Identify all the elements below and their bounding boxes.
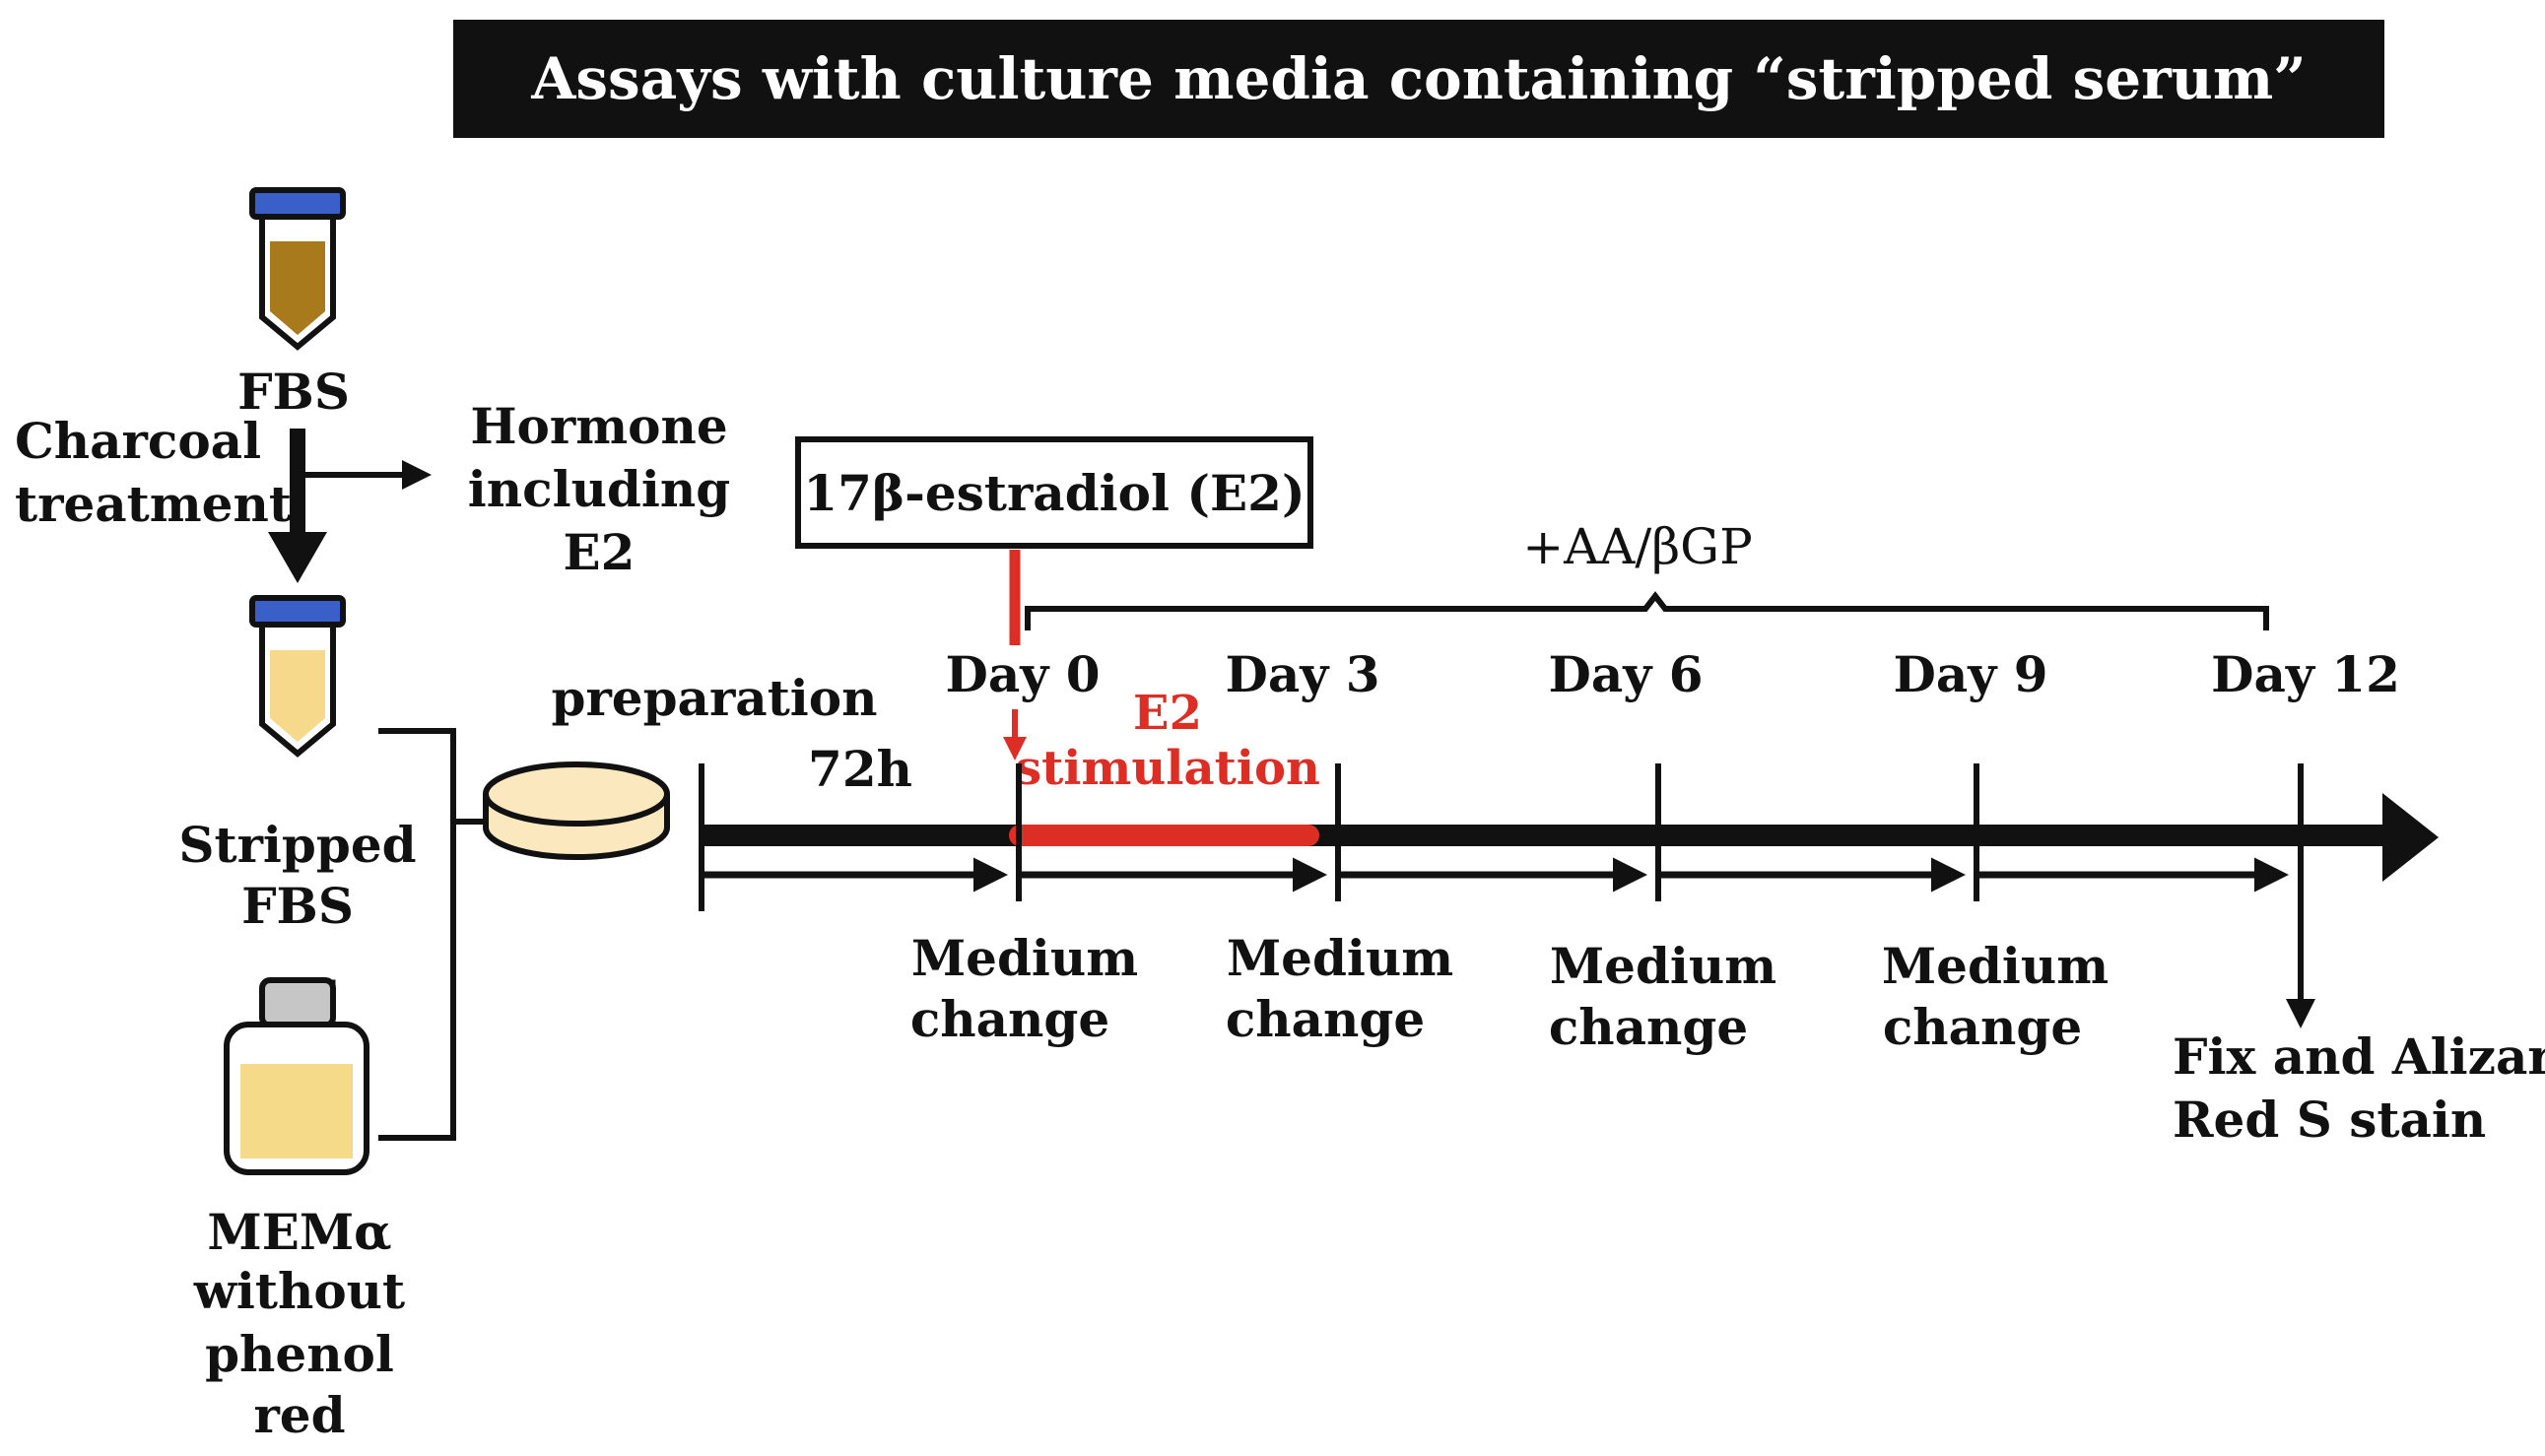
fbs-tube-icon <box>249 187 346 351</box>
title-bar <box>453 20 2384 138</box>
day-0-label: Day 0 <box>945 645 1100 703</box>
main-timeline-arrowhead <box>2382 793 2439 882</box>
medium-bottle-icon <box>224 977 369 1175</box>
day-6-label: Day 6 <box>1548 645 1703 703</box>
title-text: Assays with culture media containing “st… <box>530 45 2306 112</box>
estradiol-red-arrowhead <box>1003 737 1027 761</box>
day-ticks <box>1016 763 2304 1010</box>
fix-alizarin-label: Fix and AlizarinRed S stain <box>2173 1027 2545 1149</box>
fbs-label: FBS <box>237 363 350 421</box>
day-3-label: Day 3 <box>1225 645 1379 703</box>
estradiol-box <box>795 436 1313 549</box>
culture-dish-icon <box>483 761 670 860</box>
hours-72-label: 72h <box>808 740 912 798</box>
aa-bgp-bracket <box>1025 591 2269 630</box>
stripped-fbs-tube-icon <box>249 595 346 758</box>
estradiol-label: 17β-estradiol (E2) <box>803 464 1305 522</box>
mixing-bracket <box>378 728 456 1141</box>
day-12-label: Day 12 <box>2211 645 2400 703</box>
day-9-label: Day 9 <box>1893 645 2047 703</box>
preparation-label: preparation <box>551 669 877 727</box>
aa-bgp-label: +AA/βGP <box>1522 518 1752 575</box>
